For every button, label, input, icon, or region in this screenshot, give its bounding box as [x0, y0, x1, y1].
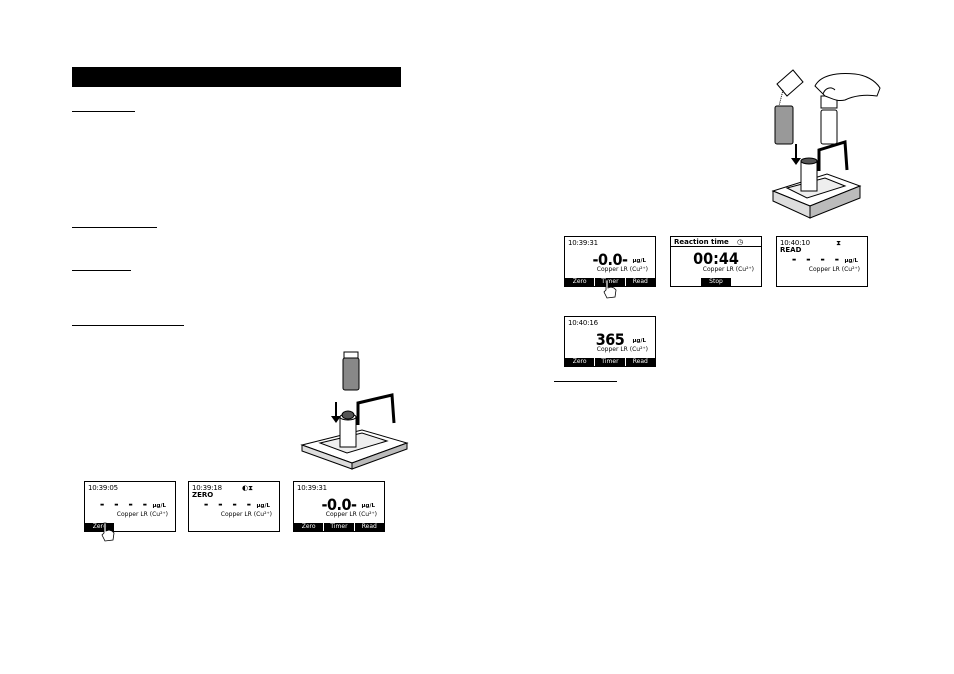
screen-value: - - - -	[791, 252, 843, 266]
screen-unit: µg/L	[361, 503, 376, 509]
softkey-bar: Zero Timer Read	[565, 358, 655, 366]
screen-method: Copper LR (Cu²⁺)	[596, 266, 648, 273]
stop-softkey[interactable]: Stop	[701, 278, 731, 286]
status-icons: ⧗	[836, 239, 841, 247]
screen-time: 10:39:31	[568, 239, 598, 247]
screen-unit: µg/L	[844, 258, 859, 264]
screen-method: Copper LR (Cu²⁺)	[116, 511, 168, 518]
softkey-blank	[671, 278, 700, 286]
read-softkey[interactable]: Read	[625, 358, 655, 366]
softkey-bar: Zero Timer Read	[294, 523, 384, 531]
softkey-bar: Zero Timer Read	[565, 278, 655, 286]
softkey-bar: Stop	[671, 278, 761, 286]
screen-value: -0.0-	[321, 495, 357, 514]
clock-icon: ◷	[737, 238, 744, 246]
meter-screen-3: 10:39:31 -0.0- µg/L Copper LR (Cu²⁺) Zer…	[293, 481, 385, 532]
zero-softkey[interactable]: Zero	[85, 523, 115, 531]
down-arrow-icon	[331, 402, 341, 423]
heading-underline-1	[72, 111, 135, 112]
screen-unit: µg/L	[632, 338, 647, 344]
hand-icon	[814, 73, 881, 101]
heading-underline-3	[72, 270, 131, 271]
hand-pointer-icon	[101, 522, 115, 542]
screen-titlebar: Reaction time ◷	[671, 237, 761, 247]
softkey-bar: Zero	[85, 523, 175, 531]
hand-pointer-icon	[603, 279, 617, 299]
screen-method: Copper LR (Cu²⁺)	[808, 266, 860, 273]
screen-unit: µg/L	[152, 503, 167, 509]
meter-screen-7: 10:40:16 365 µg/L Copper LR (Cu²⁺) Zero …	[564, 316, 656, 367]
reagent-add-illustration	[771, 69, 881, 219]
read-softkey[interactable]: Read	[625, 278, 655, 286]
screen-time: 10:40:16	[568, 319, 598, 327]
softkey-blank	[115, 523, 144, 531]
screen-unit: µg/L	[256, 503, 271, 509]
heading-underline-5	[554, 381, 617, 382]
down-arrow-icon	[791, 144, 801, 165]
screen-status: READ	[780, 246, 802, 254]
meter-screen-4: 10:39:31 -0.0- µg/L Copper LR (Cu²⁺) Zer…	[564, 236, 656, 287]
screen-time: 10:39:18	[192, 484, 222, 492]
reagent-packet-icon	[776, 69, 804, 107]
screen-unit: µg/L	[632, 258, 647, 264]
heading-underline-2	[72, 227, 157, 228]
status-icons: ◐⧗	[241, 484, 253, 492]
softkey-blank	[732, 278, 761, 286]
meter-icon	[771, 140, 862, 219]
meter-icon	[300, 393, 409, 470]
section-header-bar	[72, 67, 401, 87]
meter-screen-6: 10:40:10 ⧗ READ - - - - µg/L Copper LR (…	[776, 236, 868, 287]
screen-method: Copper LR (Cu²⁺)	[596, 346, 648, 353]
meter-screen-1: 10:39:05 - - - - µg/L Copper LR (Cu²⁺) Z…	[84, 481, 176, 532]
heading-underline-4	[72, 325, 184, 326]
read-softkey[interactable]: Read	[354, 523, 384, 531]
screen-method: Copper LR (Cu²⁺)	[220, 511, 272, 518]
screen-time: 10:39:31	[297, 484, 327, 492]
screen-value: - - - -	[99, 497, 151, 511]
screen-value: 365	[595, 330, 625, 349]
screen-value: - - - -	[203, 497, 255, 511]
zero-softkey[interactable]: Zero	[565, 278, 595, 286]
screen-time: 10:39:05	[88, 484, 118, 492]
timer-softkey[interactable]: Timer	[595, 358, 625, 366]
reaction-timer: 00:44	[693, 249, 739, 268]
cuvette-icon	[342, 351, 360, 391]
timer-softkey[interactable]: Timer	[595, 278, 625, 286]
screen-status: ZERO	[192, 491, 214, 499]
screen-title: Reaction time	[674, 238, 729, 246]
meter-screen-2: 10:39:18 ◐⧗ ZERO - - - - µg/L Copper LR …	[188, 481, 280, 532]
screen-method: Copper LR (Cu²⁺)	[702, 266, 754, 273]
zero-softkey[interactable]: Zero	[565, 358, 595, 366]
timer-softkey[interactable]: Timer	[324, 523, 354, 531]
zero-softkey[interactable]: Zero	[294, 523, 324, 531]
softkey-blank	[146, 523, 175, 531]
screen-value: -0.0-	[592, 250, 628, 269]
screen-time: 10:40:10	[780, 239, 810, 247]
meter-screen-5: Reaction time ◷ 00:44 Copper LR (Cu²⁺) S…	[670, 236, 762, 287]
cuvette-icon	[774, 95, 838, 145]
screen-method: Copper LR (Cu²⁺)	[325, 511, 377, 518]
meter-insert-illustration	[300, 351, 409, 470]
